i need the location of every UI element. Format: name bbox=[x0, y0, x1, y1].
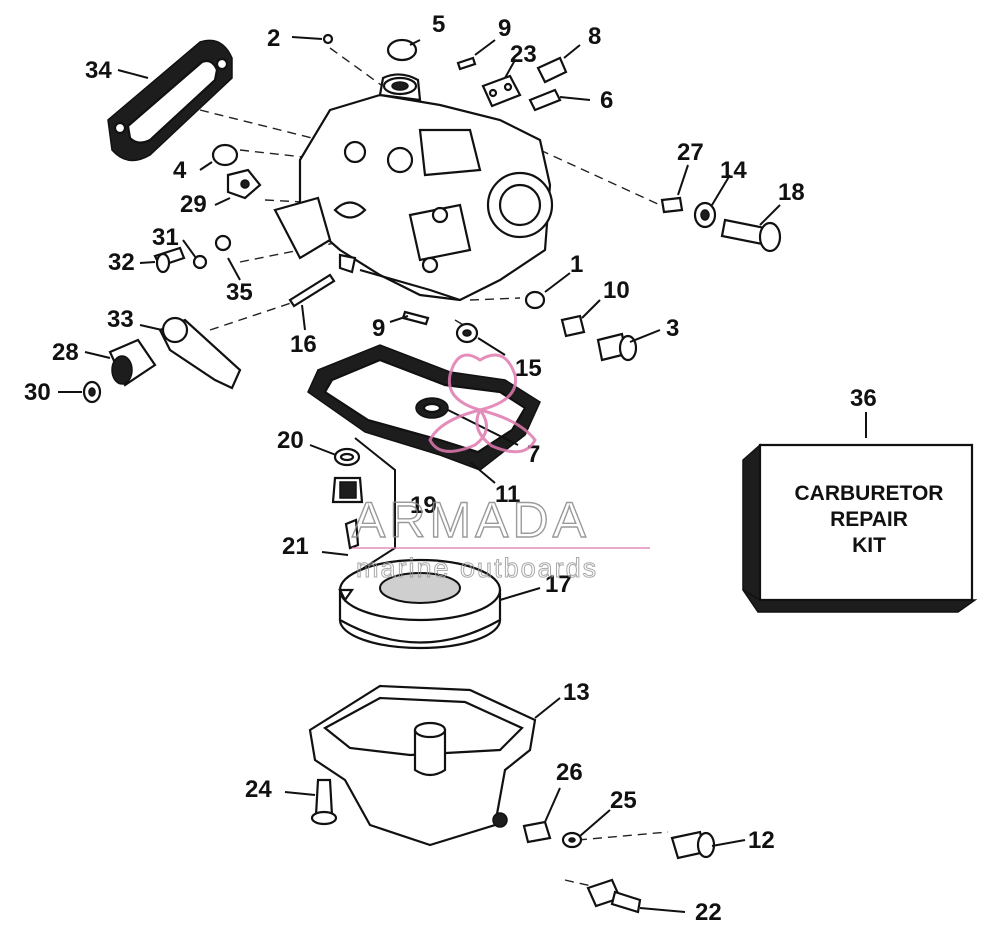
screws-right bbox=[401, 196, 782, 362]
needle-and-seat bbox=[331, 437, 396, 581]
callout-20: 20 bbox=[277, 427, 304, 454]
callout-15: 15 bbox=[515, 355, 542, 382]
callout-6: 6 bbox=[600, 87, 613, 114]
kit-label-line1: CARBURETOR bbox=[795, 482, 944, 505]
callout-12: 12 bbox=[748, 827, 775, 854]
leader-lines bbox=[58, 36, 867, 913]
carburetor-body bbox=[273, 73, 554, 302]
callout-36: 36 bbox=[850, 385, 877, 412]
callout-28: 28 bbox=[52, 339, 79, 366]
repair-kit-box: CARBURETOR REPAIR KIT bbox=[742, 443, 978, 613]
callout-30: 30 bbox=[24, 379, 51, 406]
callout-24: 24 bbox=[245, 776, 272, 803]
callout-31: 31 bbox=[152, 224, 179, 251]
callout-35: 35 bbox=[226, 279, 253, 306]
callout-19: 19 bbox=[410, 492, 437, 519]
callout-32: 32 bbox=[108, 249, 135, 276]
callout-11: 11 bbox=[495, 481, 520, 508]
callout-22: 22 bbox=[695, 899, 722, 925]
callout-9-bottom: 9 bbox=[372, 315, 385, 342]
linkage-parts bbox=[82, 234, 336, 404]
callout-27: 27 bbox=[677, 139, 704, 166]
callout-33: 33 bbox=[107, 306, 134, 333]
callout-29: 29 bbox=[180, 191, 207, 218]
callout-9-top: 9 bbox=[498, 15, 511, 42]
kit-label-line3: KIT bbox=[852, 534, 886, 557]
kit-label-line2: REPAIR bbox=[830, 508, 908, 531]
callout-16: 16 bbox=[290, 331, 317, 358]
watermark-subtitle: marine outboards bbox=[356, 553, 598, 583]
callout-5: 5 bbox=[432, 11, 445, 38]
callout-4: 4 bbox=[173, 157, 187, 184]
callout-18: 18 bbox=[778, 179, 805, 206]
watermark: ARMADA marine outboards bbox=[351, 353, 650, 584]
callout-2: 2 bbox=[267, 25, 280, 52]
float-bowl bbox=[308, 684, 537, 847]
callout-17: 17 bbox=[545, 571, 572, 598]
flange-gasket bbox=[107, 39, 233, 162]
callout-3: 3 bbox=[666, 315, 679, 342]
callout-labels: 2 5 9 8 23 6 34 4 29 31 32 35 16 33 28 3… bbox=[24, 11, 877, 926]
watermark-logo bbox=[428, 353, 537, 454]
callout-1: 1 bbox=[570, 251, 583, 278]
callout-25: 25 bbox=[610, 787, 637, 814]
callout-23: 23 bbox=[510, 41, 537, 68]
small-parts-top bbox=[211, 33, 568, 200]
callout-10: 10 bbox=[603, 277, 630, 304]
callout-13: 13 bbox=[563, 679, 590, 706]
watermark-title: ARMADA bbox=[352, 492, 590, 548]
callout-14: 14 bbox=[720, 157, 747, 184]
callout-21: 21 bbox=[282, 533, 309, 560]
callout-26: 26 bbox=[556, 759, 583, 786]
callout-8: 8 bbox=[588, 23, 601, 50]
bowl-screws bbox=[310, 778, 716, 914]
float bbox=[338, 558, 502, 650]
callout-7: 7 bbox=[527, 441, 540, 468]
callout-34: 34 bbox=[85, 57, 112, 84]
